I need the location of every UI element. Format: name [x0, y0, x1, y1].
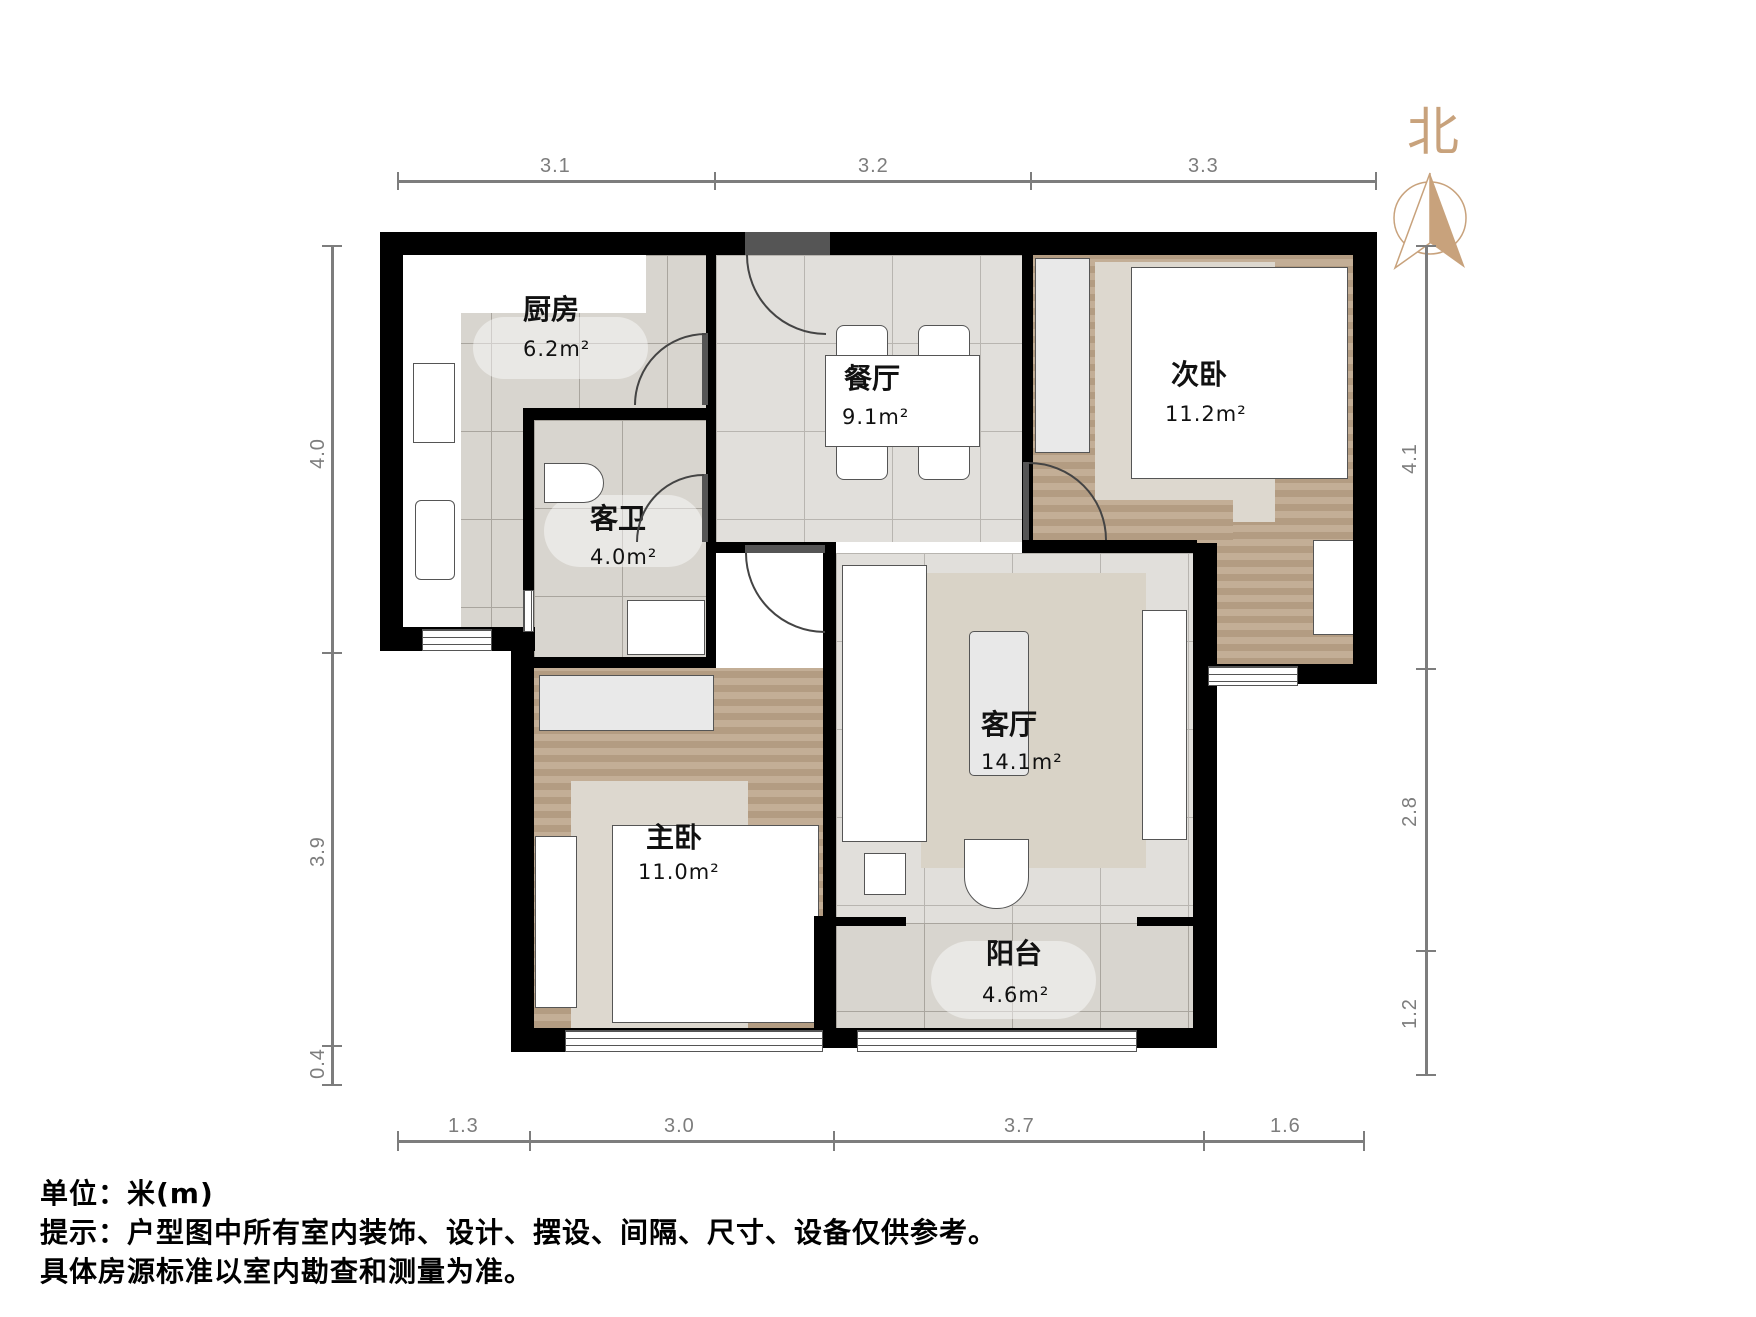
window-bathroom — [523, 590, 534, 632]
north-compass: 北 — [1385, 90, 1485, 280]
dim-right-3: 1.2 — [1398, 998, 1421, 1029]
dim-top-2: 3.2 — [858, 155, 889, 177]
dim-left-3: 0.4 — [306, 1048, 329, 1079]
wardrobe — [539, 675, 714, 731]
master-bedroom-area: 11.0m² — [638, 860, 720, 884]
dim-top-1: 3.1 — [540, 155, 571, 177]
unit-note: 单位：米(m) — [40, 1177, 214, 1210]
sink-icon — [415, 500, 455, 580]
wall — [523, 408, 534, 658]
wall — [380, 232, 403, 651]
wall — [814, 916, 836, 1048]
wall — [1022, 540, 1197, 553]
tv-cabinet — [1142, 610, 1187, 840]
wall — [823, 543, 836, 940]
bed — [612, 825, 819, 1023]
wall — [1193, 543, 1217, 1048]
dim-top-3: 3.3 — [1188, 155, 1219, 177]
dim-left-1: 4.0 — [306, 438, 329, 469]
dining-table — [825, 355, 980, 447]
wall — [1353, 232, 1377, 684]
dim-left-2: 3.9 — [306, 836, 329, 867]
north-arrow-icon — [1393, 172, 1467, 271]
bathroom-area: 4.0m² — [590, 545, 658, 569]
window-second-bedroom — [1208, 666, 1298, 686]
master-bedroom-name: 主卧 — [646, 821, 703, 854]
room-balcony: 阳台 4.6m² — [836, 923, 1193, 1028]
dining-name: 餐厅 — [844, 362, 901, 395]
window-kitchen — [422, 629, 492, 651]
living-area: 14.1m² — [981, 750, 1063, 774]
dim-bottom-4: 1.6 — [1270, 1115, 1301, 1137]
living-name: 客厅 — [981, 708, 1038, 741]
room-second-bedroom: 次卧 11.2m² — [1033, 255, 1370, 665]
dim-bottom-1: 1.3 — [448, 1115, 479, 1137]
basin-icon — [627, 600, 705, 655]
balcony-name: 阳台 — [986, 937, 1043, 970]
disclaimer-note: 提示：户型图中所有室内装饰、设计、摆设、间隔、尺寸、设备仅供参考。 — [40, 1216, 998, 1249]
dining-area: 9.1m² — [842, 405, 910, 429]
second-bedroom-area: 11.2m² — [1165, 402, 1247, 426]
standard-note: 具体房源标准以室内勘查和测量为准。 — [40, 1255, 534, 1288]
wall — [523, 408, 716, 420]
second-bedroom-name: 次卧 — [1171, 358, 1228, 391]
dim-bottom-3: 3.7 — [1004, 1115, 1035, 1137]
window-master-bedroom — [565, 1030, 823, 1052]
stove-icon — [413, 363, 455, 443]
side-table — [864, 853, 906, 895]
balcony-area: 4.6m² — [982, 983, 1050, 1007]
north-label: 北 — [1407, 103, 1460, 163]
coffee-table — [969, 631, 1029, 776]
dim-right-1: 4.1 — [1398, 443, 1421, 474]
window-balcony — [857, 1030, 1137, 1052]
wall — [706, 255, 716, 668]
wall — [511, 627, 534, 1052]
wall — [836, 917, 906, 926]
dim-bottom-2: 3.0 — [664, 1115, 695, 1137]
wall — [1137, 917, 1193, 926]
wall — [1022, 255, 1033, 545]
wall — [380, 232, 1377, 255]
sofa — [842, 565, 927, 842]
dim-right-2: 2.8 — [1398, 796, 1421, 827]
wardrobe — [1035, 258, 1090, 453]
bed — [1131, 267, 1348, 479]
room-master-bedroom: 主卧 11.0m² — [534, 668, 823, 1041]
kitchen-name: 厨房 — [523, 293, 580, 326]
cabinet — [535, 836, 577, 1008]
wall — [523, 657, 716, 668]
rug — [921, 573, 1146, 868]
room-guest-bathroom: 客卫 4.0m² — [534, 420, 706, 657]
kitchen-area: 6.2m² — [523, 337, 591, 361]
room-living: 客厅 14.1m² — [836, 553, 1193, 923]
armchair — [964, 839, 1029, 909]
toilet-icon — [544, 463, 604, 503]
